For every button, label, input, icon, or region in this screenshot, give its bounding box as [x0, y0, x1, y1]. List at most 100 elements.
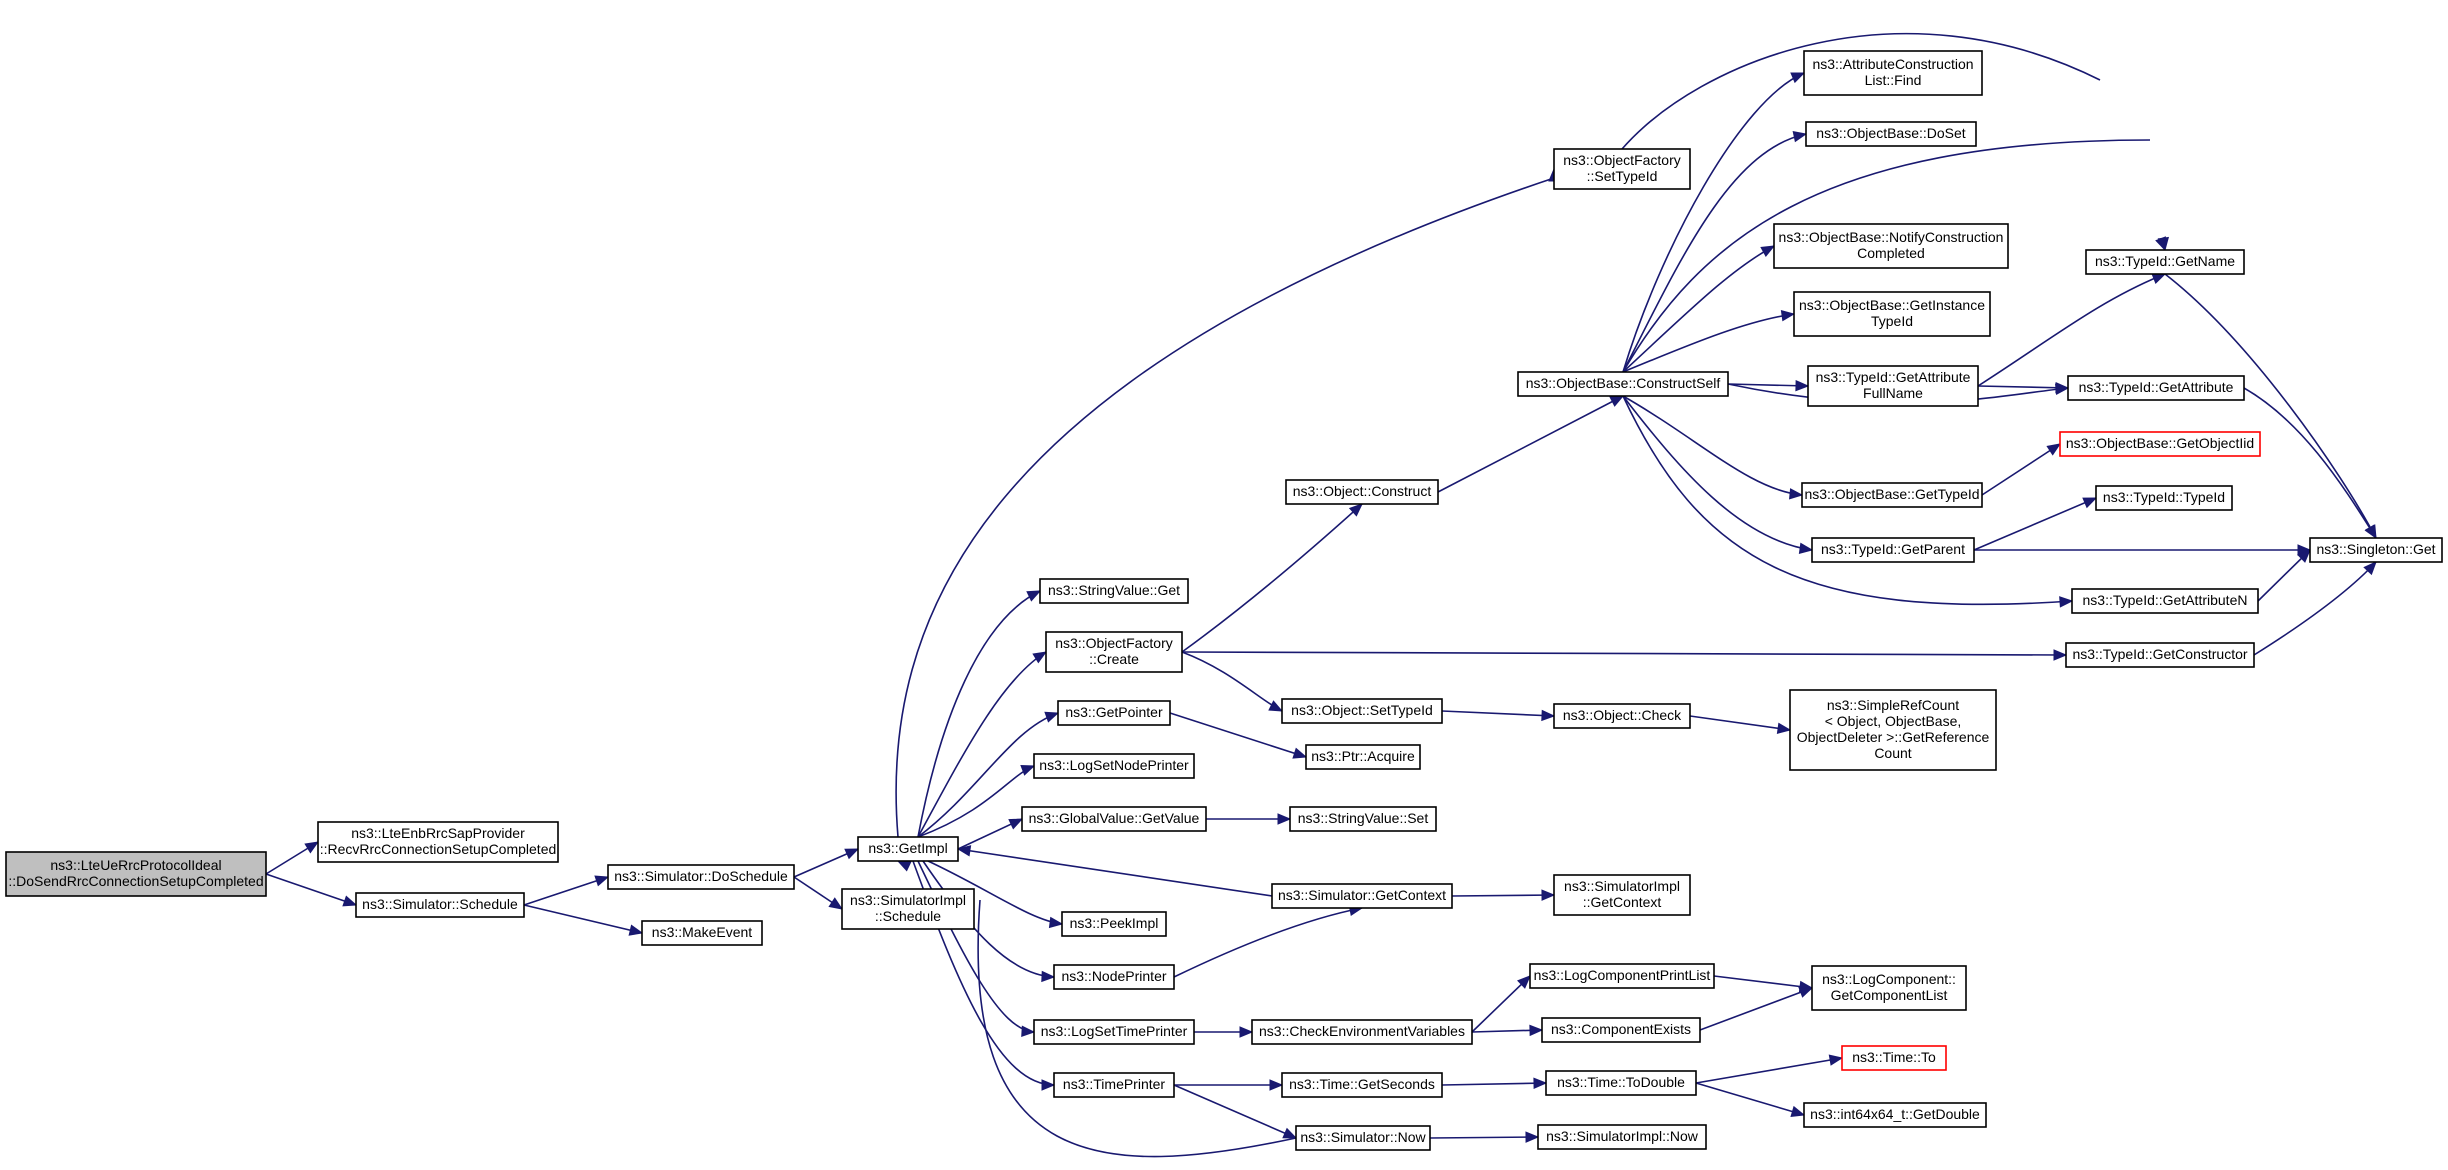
- arrowhead-icon: [2363, 561, 2377, 576]
- edge-sim-now-to-simimpl-now: [1429, 1131, 1540, 1143]
- arrowhead-icon: [1760, 245, 1776, 258]
- arrowhead-icon: [1792, 130, 1808, 143]
- node-label: ::Schedule: [875, 908, 941, 924]
- node-objbase-doset[interactable]: ns3::ObjectBase::DoSet: [1805, 121, 1977, 147]
- node-label: ns3::StringValue::Set: [1298, 810, 1429, 826]
- edge-object-settypeid-to-object-check: [1441, 709, 1556, 722]
- node-time-getseconds[interactable]: ns3::Time::GetSeconds: [1281, 1072, 1443, 1098]
- node-stringvalue-get[interactable]: ns3::StringValue::Get: [1039, 578, 1189, 604]
- node-label: ns3::TypeId::GetName: [2095, 253, 2235, 269]
- node-constructself[interactable]: ns3::ObjectBase::ConstructSelf: [1517, 371, 1729, 397]
- node-box: [1021, 806, 1207, 832]
- node-box: [2309, 537, 2443, 563]
- node-objfactory-create[interactable]: ns3::ObjectFactory::Create: [1045, 631, 1183, 673]
- node-label: < Object, ObjectBase,: [1825, 713, 1962, 729]
- node-lte-recv[interactable]: ns3::LteEnbRrcSapProvider::RecvRrcConnec…: [317, 821, 559, 863]
- edge-line: [1977, 273, 2166, 387]
- node-objbase-gettypeid[interactable]: ns3::ObjectBase::GetTypeId: [1801, 482, 1983, 508]
- node-box: [1553, 703, 1691, 729]
- node-label: ns3::ObjectBase::NotifyConstruction: [1779, 229, 2004, 245]
- edge-line: [2243, 387, 2377, 539]
- node-simimpl-schedule[interactable]: ns3::SimulatorImpl::Schedule: [841, 888, 975, 930]
- node-typeid-getattributen[interactable]: ns3::TypeId::GetAttributeN: [2071, 588, 2259, 614]
- edge-line: [1181, 651, 2067, 656]
- node-label: ns3::LteUeRrcProtocolIdeal: [50, 857, 221, 873]
- arrowhead-icon: [1269, 1079, 1284, 1091]
- node-label: ns3::MakeEvent: [652, 924, 752, 940]
- edge-check-env-to-logcomp-printlist: [1471, 975, 1531, 1033]
- node-globalvalue-getvalue[interactable]: ns3::GlobalValue::GetValue: [1021, 806, 1207, 832]
- node-simimpl-getcontext[interactable]: ns3::SimulatorImpl::GetContext: [1553, 874, 1691, 916]
- node-object-settypeid[interactable]: ns3::Object::SetTypeId: [1281, 698, 1443, 724]
- node-nodeprinter[interactable]: ns3::NodePrinter: [1053, 964, 1175, 990]
- edge-nodeprinter-to-sim-getcontext: [1173, 904, 1364, 978]
- arrowhead-icon: [1798, 987, 1814, 998]
- node-label: ns3::Simulator::GetContext: [1278, 887, 1446, 903]
- edge-time-todouble-to-int64-getdouble: [1695, 1082, 1806, 1117]
- node-typeid-getname[interactable]: ns3::TypeId::GetName: [2085, 249, 2245, 275]
- node-objbase-getobjectiid[interactable]: ns3::ObjectBase::GetObjectIid: [2059, 431, 2261, 457]
- node-check-env[interactable]: ns3::CheckEnvironmentVariables: [1251, 1019, 1473, 1045]
- node-getimpl[interactable]: ns3::GetImpl: [857, 836, 959, 862]
- node-objfactory-settypeid[interactable]: ns3::ObjectFactory::SetTypeId: [1553, 148, 1691, 190]
- node-getpointer[interactable]: ns3::GetPointer: [1057, 700, 1171, 726]
- edge-line: [1451, 894, 1555, 897]
- node-label: ns3::TypeId::GetAttribute: [2079, 379, 2234, 395]
- node-typeid-typeid[interactable]: ns3::TypeId::TypeId: [2095, 485, 2233, 511]
- node-logsetnodeprinter[interactable]: ns3::LogSetNodePrinter: [1033, 753, 1195, 779]
- node-label: ns3::StringValue::Get: [1048, 582, 1180, 598]
- node-object-construct[interactable]: ns3::Object::Construct: [1285, 479, 1439, 505]
- edge-doschedule-to-getimpl: [793, 848, 860, 878]
- node-component-exists[interactable]: ns3::ComponentExists: [1541, 1017, 1701, 1043]
- node-root[interactable]: ns3::LteUeRrcProtocolIdeal::DoSendRrcCon…: [5, 851, 267, 897]
- arrowhead-icon: [1008, 818, 1024, 830]
- node-logcomp-printlist[interactable]: ns3::LogComponentPrintList: [1529, 963, 1715, 989]
- edge-line: [895, 177, 1555, 838]
- edge-getpointer-to-ptr-acquire: [1169, 712, 1308, 759]
- edge-constructself-to-typeid-getparent: [1622, 395, 1814, 554]
- edge-time-todouble-to-time-to: [1695, 1054, 1844, 1084]
- arrowhead-icon: [1021, 1025, 1036, 1038]
- arrowhead-icon: [1517, 975, 1531, 989]
- node-typeid-getparent[interactable]: ns3::TypeId::GetParent: [1811, 537, 1975, 563]
- node-sim-now[interactable]: ns3::Simulator::Now: [1295, 1125, 1431, 1151]
- node-sim-getcontext[interactable]: ns3::Simulator::GetContext: [1271, 883, 1453, 909]
- edge-logsettimeprinter-to-check-env: [1194, 1026, 1254, 1038]
- node-label: ns3::GetPointer: [1065, 704, 1163, 720]
- node-time-to[interactable]: ns3::Time::To: [1841, 1045, 1947, 1071]
- node-timeprinter[interactable]: ns3::TimePrinter: [1053, 1072, 1175, 1098]
- node-object-check[interactable]: ns3::Object::Check: [1553, 703, 1691, 729]
- arrowhead-icon: [1780, 309, 1796, 322]
- node-peekimpl[interactable]: ns3::PeekImpl: [1061, 911, 1167, 937]
- node-label: ns3::TypeId::GetAttributeN: [2083, 592, 2248, 608]
- edge-getimpl-to-stringvalue-get: [917, 590, 1042, 838]
- node-box: [1281, 698, 1443, 724]
- node-int64-getdouble[interactable]: ns3::int64x64_t::GetDouble: [1803, 1102, 1987, 1128]
- node-makeevent[interactable]: ns3::MakeEvent: [641, 920, 763, 946]
- arrowhead-icon: [2082, 497, 2098, 509]
- node-doschedule[interactable]: ns3::Simulator::DoSchedule: [607, 864, 795, 890]
- node-schedule[interactable]: ns3::Simulator::Schedule: [355, 892, 525, 918]
- node-logcomp-getlist[interactable]: ns3::LogComponent::GetComponentList: [1811, 965, 1967, 1011]
- node-time-todouble[interactable]: ns3::Time::ToDouble: [1545, 1070, 1697, 1096]
- arrowhead-icon: [1044, 711, 1060, 723]
- node-objbase-notify[interactable]: ns3::ObjectBase::NotifyConstructionCompl…: [1773, 223, 2009, 269]
- node-typeid-getattribute[interactable]: ns3::TypeId::GetAttribute: [2067, 375, 2245, 401]
- arrowhead-icon: [956, 845, 972, 857]
- node-simplerefcount[interactable]: ns3::SimpleRefCount< Object, ObjectBase,…: [1789, 689, 1997, 771]
- node-ptr-acquire[interactable]: ns3::Ptr::Acquire: [1305, 744, 1421, 770]
- edge-getimpl-to-logsetnodeprinter: [917, 765, 1036, 838]
- node-label: ns3::ObjectBase::ConstructSelf: [1526, 375, 1721, 391]
- edge-line: [1441, 710, 1555, 717]
- node-simimpl-now[interactable]: ns3::SimulatorImpl::Now: [1537, 1124, 1707, 1150]
- node-typeid-getconstructor[interactable]: ns3::TypeId::GetConstructor: [2065, 642, 2255, 668]
- edge-schedule-to-doschedule: [523, 875, 610, 906]
- node-logsettimeprinter[interactable]: ns3::LogSetTimePrinter: [1033, 1019, 1195, 1045]
- node-singleton-get[interactable]: ns3::Singleton::Get: [2309, 537, 2443, 563]
- node-box: [1285, 479, 1439, 505]
- node-stringvalue-set[interactable]: ns3::StringValue::Set: [1289, 806, 1437, 832]
